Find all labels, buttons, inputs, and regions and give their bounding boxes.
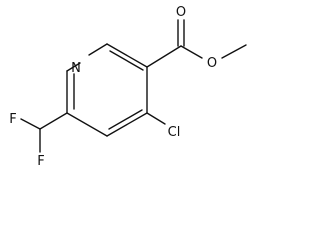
bond-c3-carbonyl bbox=[146, 45, 182, 68]
atom-label-fluorine-top: F bbox=[9, 112, 16, 127]
atom-label-ester-oxygen: O bbox=[207, 56, 217, 71]
bond-c2-c3 bbox=[106, 43, 148, 68]
bond-c4-c5 bbox=[106, 112, 148, 137]
bond-c4-c5-inner bbox=[108, 109, 143, 130]
bond-c5-c6 bbox=[66, 112, 108, 137]
atom-label-carbonyl-oxygen: O bbox=[176, 5, 186, 20]
bond-c4-cl bbox=[146, 112, 166, 125]
bond-chf2-f-top bbox=[20, 118, 41, 130]
atom-label-fluorine-bottom: F bbox=[37, 154, 44, 169]
bond-o-methyl bbox=[221, 44, 247, 59]
atom-label-chlorine: Cl bbox=[168, 125, 181, 140]
bond-carbonyl-o-ester bbox=[180, 45, 203, 59]
molecule-diagram: N Cl F F O O bbox=[9, 5, 247, 169]
structure-canvas: N Cl F F O O bbox=[9, 5, 247, 169]
bond-n-c6-stub bbox=[66, 62, 81, 72]
bond-c6-chf2 bbox=[39, 112, 68, 130]
bond-c2-c3-inner bbox=[109, 50, 144, 71]
atom-label-nitrogen: N bbox=[71, 61, 81, 76]
bond-n-c2 bbox=[88, 43, 108, 56]
